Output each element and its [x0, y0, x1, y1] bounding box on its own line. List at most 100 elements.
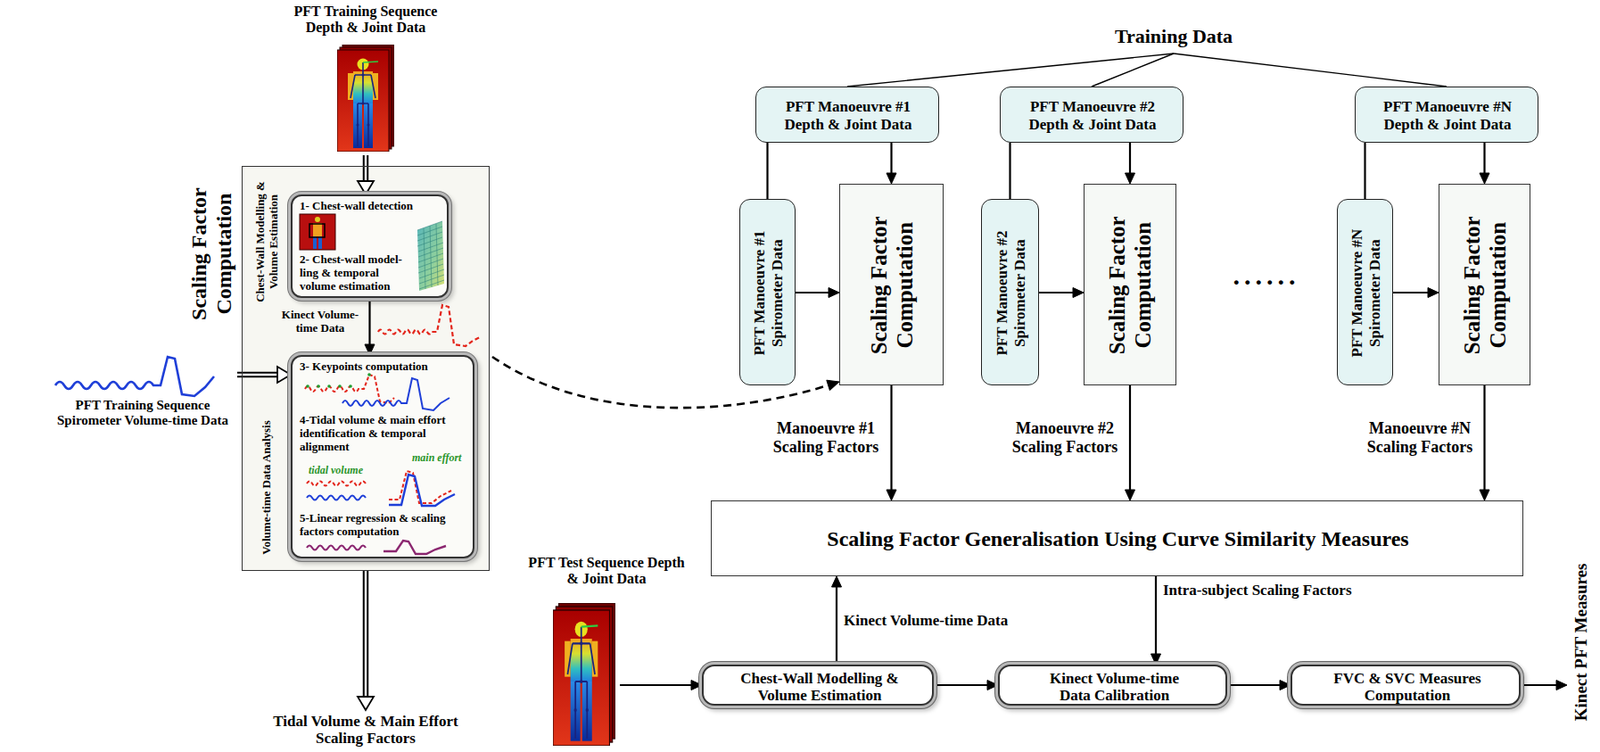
- connector: [886, 142, 897, 184]
- connector-line: [766, 142, 768, 199]
- connector-line: [1008, 142, 1011, 199]
- arrow-head: [832, 576, 842, 587]
- connector-line: [362, 155, 370, 183]
- keypoint-dots: [305, 372, 372, 388]
- connector: [1479, 385, 1490, 501]
- connector: [832, 576, 842, 665]
- arrow-head: [1479, 173, 1490, 184]
- spirometer-data-box: PFT Manoeuvre #N Spirometer Data: [1336, 198, 1394, 386]
- connector: [1009, 142, 1011, 199]
- connector-line: [1227, 684, 1282, 686]
- connector-line: [890, 142, 892, 175]
- annotation-label: ......: [1221, 260, 1312, 292]
- edge-label: Manoeuvre #N Scaling Factors: [1360, 419, 1480, 456]
- connector-line: [795, 291, 831, 294]
- node-text: Tidal Volume & Main Effort Scaling Facto…: [254, 712, 478, 748]
- output-label: Tidal Volume & Main Effort Scaling Facto…: [249, 709, 482, 750]
- node-text: Scaling Factor Computation: [186, 175, 236, 332]
- depth-image: [337, 44, 395, 152]
- manoeuvre-depth-box: PFT Manoeuvre #2 Depth & Joint Data: [999, 86, 1184, 143]
- node-text: 5-Linear regression & scaling factors co…: [299, 511, 470, 539]
- node-text: PFT Manoeuvre #N Spirometer Data: [1348, 222, 1384, 365]
- connector-line: [1129, 385, 1131, 492]
- calibrated-curve: [306, 545, 366, 551]
- edge-label: Kinect Volume-time Data: [278, 308, 363, 336]
- spirometer-curve: [306, 495, 366, 501]
- node-text: PFT Manoeuvre #2 Spirometer Data: [993, 222, 1029, 365]
- manoeuvre-depth-box: PFT Manoeuvre #1 Depth & Joint Data: [755, 86, 940, 143]
- depth-sequence-input: PFT Training Sequence Depth & Joint Data: [276, 3, 455, 156]
- connector: [237, 366, 291, 383]
- arrow-head: [364, 344, 375, 355]
- arrow-head: [828, 288, 840, 298]
- scaling-factor-box: Scaling Factor Computation: [1083, 183, 1177, 386]
- edge-label: Kinect Volume-time Data: [843, 611, 1058, 630]
- scaling-factor-box: Scaling Factor Computation: [839, 183, 944, 386]
- chest-wall-mesh: [417, 221, 445, 291]
- arrow-head: [1479, 489, 1490, 501]
- node-text: FVC & SVC Measures Computation: [1316, 669, 1500, 705]
- connector-line: [1363, 142, 1366, 199]
- node-text: Kinect PFT Measures: [1571, 544, 1592, 741]
- kinect-curve: [378, 305, 480, 347]
- spirometer-curve: [342, 378, 450, 411]
- process-box: FVC & SVC Measures Computation: [1290, 664, 1521, 706]
- spirometer-curve: [55, 356, 215, 396]
- connector: [364, 297, 375, 355]
- connector: [1151, 576, 1162, 665]
- arrow-head: [691, 680, 702, 691]
- kinect-curve: [306, 481, 366, 487]
- connector-line: [364, 570, 367, 699]
- connector-line: [619, 684, 693, 686]
- output-label: Kinect PFT Measures: [1567, 535, 1596, 750]
- edge-label: Intra-subject Scaling Factors: [1162, 581, 1404, 600]
- arrow-head: [1072, 288, 1084, 298]
- annotation-label: tidal volume: [308, 464, 380, 478]
- node-text: PFT Training Sequence Depth & Joint Data: [280, 3, 451, 37]
- connector: [1125, 385, 1136, 501]
- arrow-head: [357, 181, 374, 195]
- fan-line: [847, 53, 1447, 87]
- node-text: Volume-time Data Analysis: [260, 408, 274, 565]
- node-text: 3- Keypoints computation: [299, 360, 470, 374]
- arrow-head: [277, 366, 291, 383]
- scaling-factor-panel: Scaling Factor ComputationChest-Wall Mod…: [241, 165, 490, 571]
- node-text: 2- Chest-wall model-ling & temporal volu…: [299, 253, 416, 294]
- connector: [795, 288, 840, 298]
- connector-line: [368, 297, 371, 347]
- node-text: Scaling Factor Generalisation Using Curv…: [721, 527, 1516, 553]
- node-text: Scaling Factor Computation: [866, 208, 919, 363]
- node-text: 4-Tidal volume & main effort identificat…: [299, 413, 470, 454]
- connector: [767, 142, 768, 199]
- connector-line: [835, 585, 838, 665]
- annotation-label: main effort: [412, 452, 473, 465]
- arrow-head: [1556, 680, 1568, 691]
- connector: [1125, 142, 1136, 184]
- connector: [1039, 288, 1084, 298]
- node-text: Scaling Factor Computation: [1105, 208, 1157, 363]
- connector-line: [237, 371, 280, 379]
- edge-label: Manoeuvre #2 Scaling Factors: [1005, 419, 1125, 456]
- process-box: Kinect Volume-time Data Calibration: [997, 664, 1228, 706]
- edge-label: Manoeuvre #1 Scaling Factors: [766, 419, 886, 456]
- node-text: Chest-Wall Modelling & Volume Estimation: [254, 174, 281, 309]
- spirometer-data-box: PFT Manoeuvre #2 Spirometer Data: [981, 198, 1040, 386]
- box-ground: [290, 354, 475, 559]
- arrow-head: [1151, 653, 1162, 665]
- node-text: PFT Manoeuvre #1 Spirometer Data: [750, 222, 786, 365]
- arrow-head: [1125, 489, 1136, 501]
- spirometer-data-box: PFT Manoeuvre #1 Spirometer Data: [739, 198, 796, 386]
- panel-ground: [241, 165, 490, 571]
- arrow-head: [886, 489, 897, 501]
- node-text: 1- Chest-wall detection: [299, 199, 447, 214]
- depth-image: [552, 602, 616, 746]
- connector: [619, 680, 702, 691]
- connector: [1520, 680, 1568, 691]
- calibrated-curve: [383, 540, 446, 554]
- generalisation-box: Scaling Factor Generalisation Using Curv…: [710, 500, 1524, 577]
- arrow-head: [826, 379, 840, 390]
- arrow-head: [1279, 680, 1291, 691]
